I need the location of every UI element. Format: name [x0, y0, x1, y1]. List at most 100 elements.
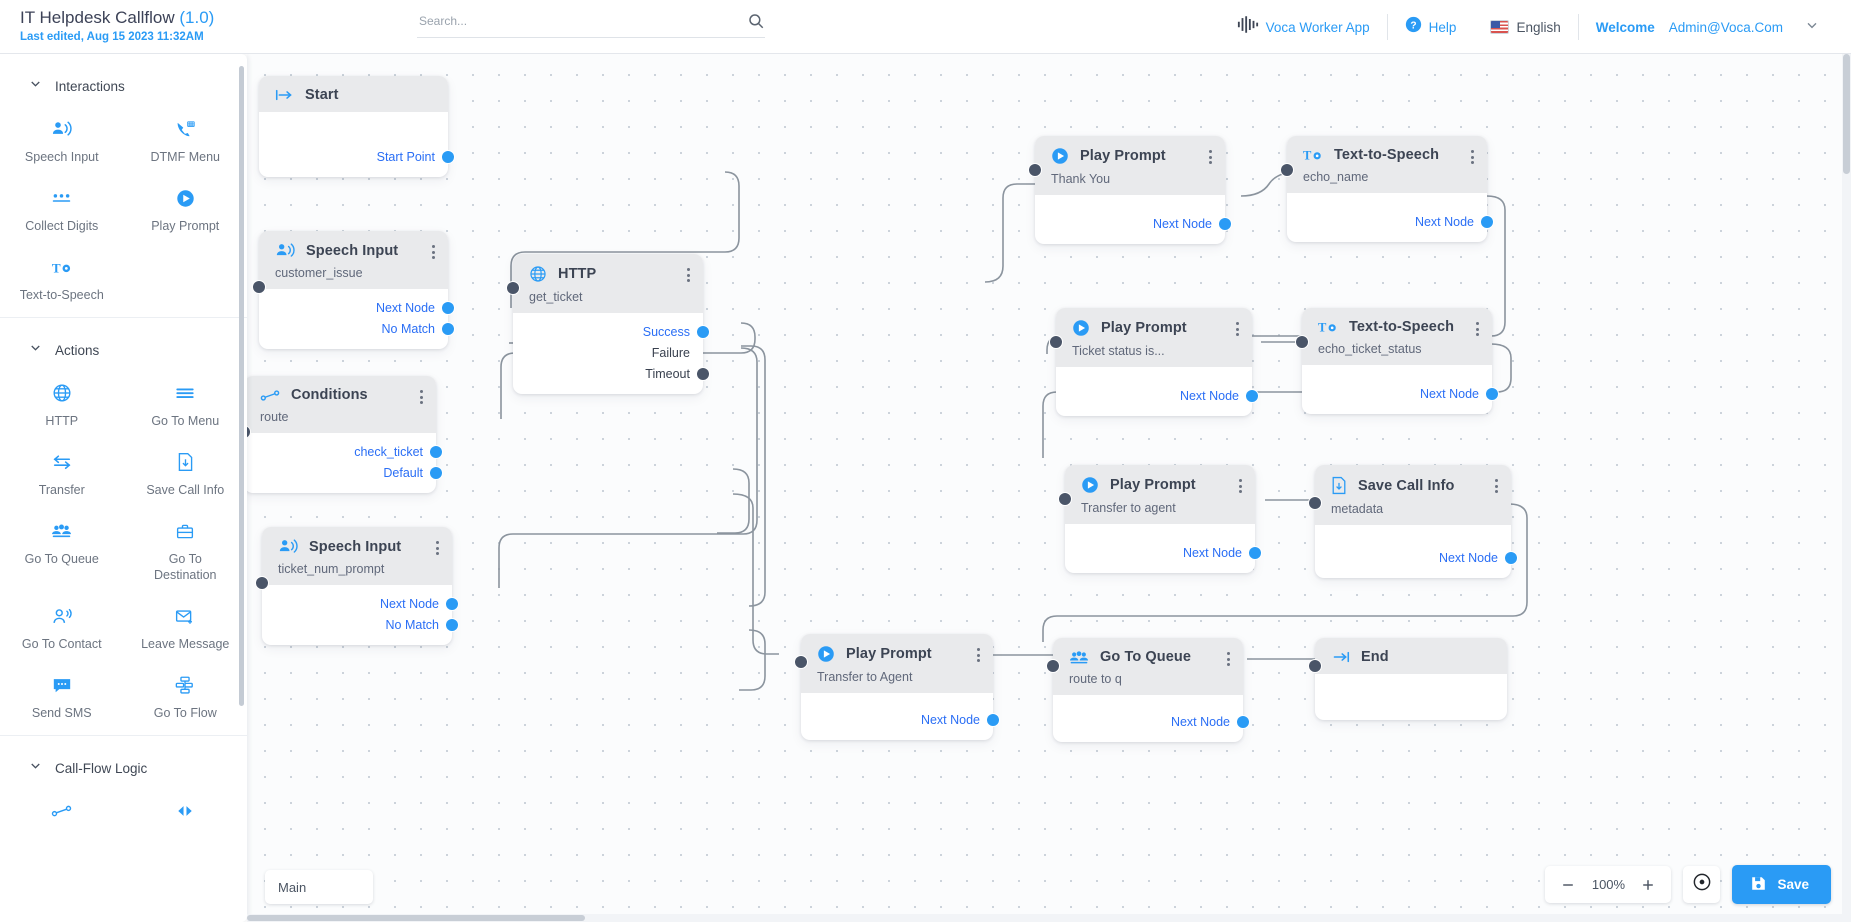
- palette-item-switch[interactable]: [124, 792, 248, 854]
- help-link[interactable]: ? Help: [1388, 16, 1474, 38]
- node-header[interactable]: Go To Queue route to q: [1053, 638, 1243, 695]
- voca-worker-app-link[interactable]: Voca Worker App: [1220, 16, 1387, 38]
- port-connector-in[interactable]: [253, 281, 265, 293]
- port-connector-in[interactable]: [1281, 164, 1293, 176]
- node-http-get-ticket[interactable]: HTTP get_ticket Success Failure Timeout: [507, 254, 709, 394]
- port-connector-in[interactable]: [795, 656, 807, 668]
- zoom-in-button[interactable]: [1631, 867, 1665, 902]
- node-menu-button[interactable]: [1207, 148, 1214, 166]
- node-menu-button[interactable]: [430, 243, 437, 261]
- palette-item-go-to-queue[interactable]: Go To Queue: [0, 512, 124, 591]
- port-connector-out[interactable]: [697, 325, 709, 338]
- node-port-next-node[interactable]: Next Node: [1035, 213, 1231, 234]
- palette-item-leave-message[interactable]: Leave Message: [124, 597, 248, 660]
- palette-item-go-to-flow[interactable]: Go To Flow: [124, 666, 248, 729]
- node-menu-button[interactable]: [1474, 320, 1481, 338]
- node-speech-input-customer-issue[interactable]: Speech Input customer_issue Next Node No…: [253, 231, 454, 349]
- palette-item-send-sms[interactable]: Send SMS: [0, 666, 124, 729]
- port-connector-in[interactable]: [256, 577, 268, 589]
- flow-canvas[interactable]: Start Start Point: [247, 54, 1851, 922]
- node-port-next-node[interactable]: Next Node: [262, 593, 458, 614]
- node-port-default[interactable]: Default: [247, 462, 442, 483]
- node-port-check-ticket[interactable]: check_ticket: [247, 441, 442, 462]
- save-button[interactable]: Save: [1732, 865, 1831, 904]
- node-text-to-speech-echo-name[interactable]: T Text-to-Speech echo_name Next Node: [1281, 136, 1493, 242]
- node-header[interactable]: Play Prompt Ticket status is...: [1056, 308, 1252, 367]
- canvas-horizontal-scrollbar[interactable]: [247, 914, 1851, 922]
- port-connector-in[interactable]: [1050, 336, 1062, 348]
- port-connector-out[interactable]: [1481, 215, 1493, 228]
- port-connector-in[interactable]: [1309, 497, 1321, 509]
- port-connector-out[interactable]: [430, 466, 442, 479]
- port-connector-out[interactable]: [697, 367, 709, 380]
- palette-item-http[interactable]: HTTP: [0, 374, 124, 437]
- node-header[interactable]: Speech Input ticket_num_prompt: [262, 527, 452, 585]
- search-icon[interactable]: [747, 12, 765, 30]
- node-port-next-node[interactable]: Next Node: [1053, 711, 1249, 732]
- node-speech-input-ticket-num-prompt[interactable]: Speech Input ticket_num_prompt Next Node…: [256, 527, 458, 645]
- node-start[interactable]: Start Start Point: [259, 76, 454, 177]
- node-port-failure[interactable]: Failure: [513, 342, 703, 363]
- node-port-next-node[interactable]: Next Node: [1065, 542, 1261, 563]
- port-connector-in[interactable]: [507, 282, 519, 294]
- port-connector-out[interactable]: [430, 445, 442, 458]
- port-connector-in[interactable]: [1309, 660, 1321, 672]
- node-header[interactable]: Start: [259, 76, 448, 112]
- scrollbar-thumb[interactable]: [1843, 54, 1850, 174]
- node-menu-button[interactable]: [685, 266, 692, 284]
- palette-scrollbar[interactable]: [239, 66, 244, 706]
- node-port-next-node[interactable]: Next Node: [1056, 385, 1258, 406]
- node-port-next-node[interactable]: Next Node: [801, 709, 999, 730]
- node-menu-button[interactable]: [1225, 650, 1232, 668]
- port-connector-out[interactable]: [987, 713, 999, 726]
- palette-item-play-prompt[interactable]: Play Prompt: [124, 179, 248, 242]
- node-port-next-node[interactable]: Next Node: [259, 297, 454, 318]
- fit-to-screen-button[interactable]: [1683, 866, 1721, 903]
- palette-group-header[interactable]: Interactions: [0, 66, 247, 110]
- node-conditions-route[interactable]: Conditions route check_ticket Default: [247, 376, 442, 493]
- search-input[interactable]: [417, 13, 747, 32]
- node-play-prompt-thank-you[interactable]: Play Prompt Thank You Next Node: [1029, 136, 1231, 244]
- palette-group-header[interactable]: Call-Flow Logic: [0, 748, 247, 792]
- page-vertical-scrollbar[interactable]: [1842, 54, 1851, 922]
- node-end[interactable]: End: [1309, 638, 1507, 720]
- palette-item-collect-digits[interactable]: Collect Digits: [0, 179, 124, 242]
- node-header[interactable]: Play Prompt Transfer to agent: [1065, 465, 1255, 524]
- port-connector-out[interactable]: [446, 618, 458, 631]
- port-connector-out[interactable]: [442, 301, 454, 314]
- palette-item-transfer[interactable]: Transfer: [0, 443, 124, 506]
- node-port-no-match[interactable]: No Match: [259, 318, 454, 339]
- node-menu-button[interactable]: [975, 646, 982, 664]
- port-connector-out[interactable]: [1486, 387, 1498, 400]
- palette-item-go-to-contact[interactable]: Go To Contact: [0, 597, 124, 660]
- port-connector-out[interactable]: [442, 150, 454, 163]
- palette-item-conditions[interactable]: [0, 792, 124, 854]
- palette-item-speech-input[interactable]: Speech Input: [0, 110, 124, 173]
- port-connector-out[interactable]: [1246, 389, 1258, 402]
- node-port-next-node[interactable]: Next Node: [1302, 383, 1498, 404]
- zoom-out-button[interactable]: [1551, 867, 1585, 902]
- node-header[interactable]: Save Call Info metadata: [1315, 465, 1511, 525]
- node-port-no-match[interactable]: No Match: [262, 614, 458, 635]
- node-header[interactable]: End: [1315, 638, 1507, 674]
- node-header[interactable]: HTTP get_ticket: [513, 254, 703, 313]
- port-connector-in[interactable]: [1029, 164, 1041, 176]
- node-menu-button[interactable]: [1234, 320, 1241, 338]
- node-port-next-node[interactable]: Next Node: [1287, 211, 1493, 232]
- node-save-call-info-metadata[interactable]: Save Call Info metadata Next Node: [1309, 465, 1517, 578]
- node-menu-button[interactable]: [1493, 477, 1500, 495]
- search-box[interactable]: [417, 8, 765, 38]
- node-text-to-speech-echo-ticket-status[interactable]: T Text-to-Speech echo_ticket_status Next…: [1296, 308, 1498, 414]
- node-play-prompt-ticket-status[interactable]: Play Prompt Ticket status is... Next Nod…: [1050, 308, 1258, 416]
- node-port-success[interactable]: Success: [513, 321, 709, 342]
- port-connector-out[interactable]: [1249, 546, 1261, 559]
- node-menu-button[interactable]: [1237, 477, 1244, 495]
- palette-group-header[interactable]: Actions: [0, 330, 247, 374]
- palette-item-go-to-destination[interactable]: Go To Destination: [124, 512, 248, 591]
- language-selector[interactable]: English: [1473, 20, 1577, 35]
- port-connector-out[interactable]: [1219, 217, 1231, 230]
- node-go-to-queue-route-to-q[interactable]: Go To Queue route to q Next Node: [1047, 638, 1249, 742]
- chevron-down-icon[interactable]: [1804, 17, 1820, 38]
- node-play-prompt-transfer-to-agent[interactable]: Play Prompt Transfer to agent Next Node: [1059, 465, 1261, 573]
- port-connector-in[interactable]: [1059, 493, 1071, 505]
